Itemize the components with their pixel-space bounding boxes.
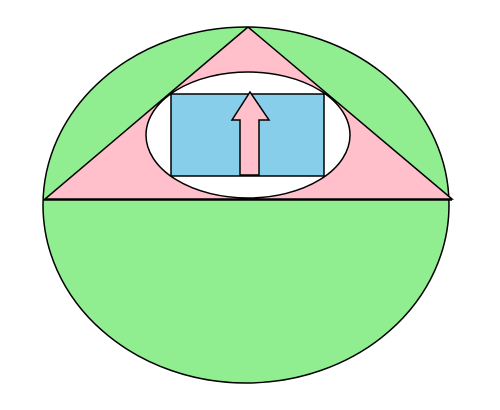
up-arrow xyxy=(230,90,271,176)
